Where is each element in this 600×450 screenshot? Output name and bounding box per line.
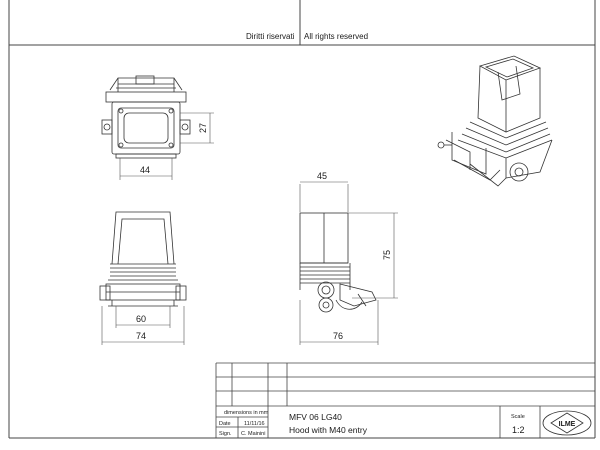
part-description: Hood with M40 entry [289, 425, 368, 435]
side-view-dimensions [299, 181, 398, 345]
scale-label: Scale [511, 414, 525, 420]
rights-reserved-en: All rights reserved [304, 32, 368, 41]
isometric-view [437, 55, 553, 187]
date-label: Date [219, 421, 231, 427]
dim-front-inner-60: 60 [136, 314, 146, 324]
title-block-grid [215, 362, 595, 438]
dim-side-height-75: 75 [382, 250, 392, 260]
dim-top-width-44: 44 [140, 165, 150, 175]
dim-front-outer-74: 74 [136, 331, 146, 341]
dim-side-bottom-76: 76 [333, 331, 343, 341]
rights-reserved-it: Diritti riservati [246, 32, 295, 41]
part-number: MFV 06 LG40 [289, 412, 342, 422]
drawing-frame [8, 0, 596, 439]
sign-value: C. Mainini [241, 431, 265, 437]
front-view-dimensions [101, 306, 185, 345]
scale-value: 1:2 [512, 425, 525, 435]
logo-text: ILME [559, 421, 576, 428]
sign-label: Sign. [219, 431, 232, 437]
ilme-logo: ILME [542, 410, 592, 436]
dimensions-in-mm-label: dimensions in mm [224, 410, 269, 416]
date-value: 11/11/16 [244, 421, 265, 427]
top-view [101, 75, 191, 159]
dim-top-height-27: 27 [198, 123, 208, 133]
front-view [99, 211, 187, 307]
top-view-dimensions [119, 112, 214, 180]
side-view [299, 212, 377, 313]
dim-side-top-45: 45 [317, 171, 327, 181]
